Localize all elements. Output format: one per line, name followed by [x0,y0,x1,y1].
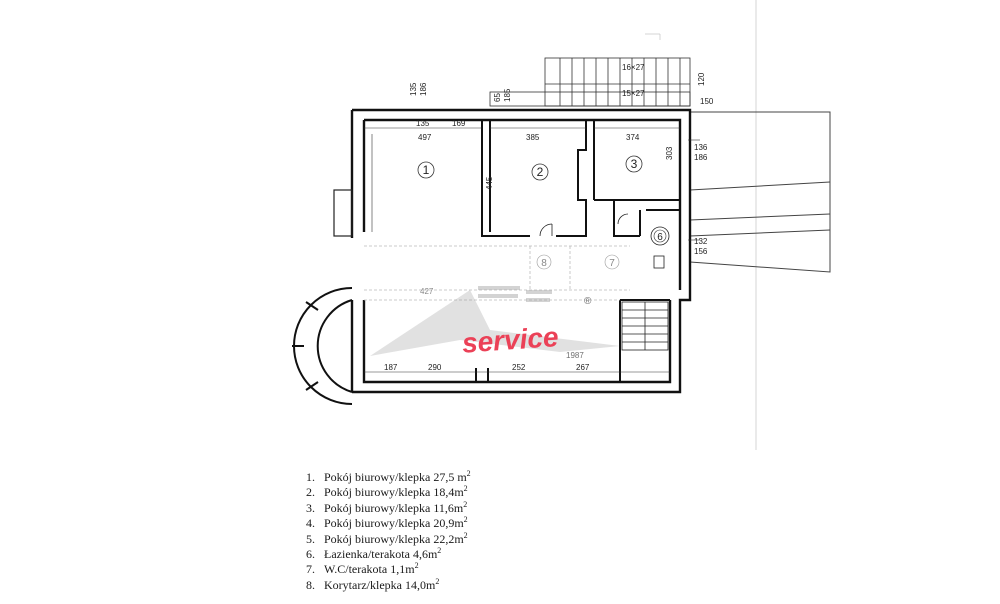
legend-number: 1. [306,470,315,484]
legend-number: 6. [306,547,315,562]
legend-item: 4. Pokój biurowy/klepka 20,9m2 [306,516,471,531]
dim-label: 15×27 [622,89,645,98]
room-number: 2 [537,165,544,179]
watermark-brand: service [461,321,559,359]
dim-label: 385 [526,133,540,142]
legend-item: 6. Łazienka/terakota 4,6m2 [306,547,471,562]
legend-number: 3. [306,500,315,515]
room-number: 3 [631,157,638,171]
dim-label: 150 [700,97,714,106]
legend-area: 14,0m [404,577,436,592]
dim-label: 374 [626,133,640,142]
dim-label: 427 [420,287,434,296]
legend-sup: 2 [437,546,442,556]
legend-item: 3. Pokój biurowy/klepka 11,6m2 [306,499,471,516]
legend-number: 7. [306,562,315,577]
room-number: 6 [657,232,663,243]
legend-sup: 2 [463,499,468,509]
legend-sup: 2 [463,515,468,525]
legend-item: 8. Korytarz/klepka 14,0m2 [306,576,471,593]
top-stairs [489,57,691,107]
legend-label: Pokój biurowy/klepka [324,485,431,500]
dim-label: 16×27 [622,63,645,72]
dim-label: 169 [452,119,466,128]
dim-label: 267 [576,363,590,372]
legend-sup: 2 [414,561,419,571]
room-number: 1 [423,163,430,177]
legend-sup: 2 [463,530,468,540]
legend-item: 1. Pokój biurowy/klepka 27,5 m2 [306,470,471,485]
watermark-logo: service 1987 ® [370,286,620,360]
legend-area: 1,1m [390,562,415,577]
inner-stairs [621,301,669,351]
dim-label: 185 [503,88,512,102]
legend-area: 22,2m [433,531,464,546]
legend-label: Pokój biurowy/klepka [324,516,431,531]
room-legend: 1.Pokój biurowy/klepka 27,5 m2 2.Pokój b… [306,470,471,593]
door-swings [539,213,670,269]
dim-label: 132 [694,237,708,246]
room-number: 7 [609,258,615,269]
legend-number: 5. [306,531,315,546]
legend-area: 4,6m [412,547,438,562]
dim-label: 120 [697,72,706,86]
interior-walls [475,120,680,382]
watermark-registered: ® [584,296,592,307]
round-bay [292,287,353,405]
legend-sup: 2 [435,576,440,586]
dimension-labels: 497 385 374 135 169 187 290 252 267 427 … [384,63,714,372]
legend-area: 20,9m [433,516,464,531]
dim-label: 135 [416,119,430,128]
dim-label: 303 [665,146,674,160]
legend-number: 8. [306,577,315,592]
legend-label: Pokój biurowy/klepka [324,500,431,515]
dim-label: 252 [512,363,526,372]
dim-label: 135 [409,82,418,96]
dim-label: 290 [428,363,442,372]
legend-label: W.C/terakota [324,562,388,577]
legend-area: 27,5 m [433,470,467,484]
dim-label: 497 [418,133,432,142]
legend-number: 2. [306,485,315,500]
dim-label: 156 [694,247,708,256]
legend-item: 5. Pokój biurowy/klepka 22,2m2 [306,530,471,547]
dim-label: 186 [694,153,708,162]
legend-area: 18,4m [433,485,464,500]
watermark-year: 1987 [566,351,584,360]
room-number: 8 [541,258,547,269]
legend-area: 11,6m [433,500,464,515]
dimension-lines [364,127,700,373]
legend-sup: 2 [466,469,471,478]
legend-label: Pokój biurowy/klepka [324,531,431,546]
dim-label: 186 [419,82,428,96]
corridor-lines [364,245,630,301]
dim-label: 136 [694,143,708,152]
dim-label: 65 [493,93,502,102]
legend-label: Pokój biurowy/klepka [324,470,431,484]
legend-label: Łazienka/terakota [324,547,410,562]
dim-label: 445 [485,176,494,190]
legend-number: 4. [306,516,315,531]
legend-sup: 2 [463,484,468,494]
legend-item: 2. Pokój biurowy/klepka 18,4m2 [306,485,471,500]
room-labels: 1 2 3 6 7 8 [417,155,667,270]
terrace-outline [689,111,831,273]
scan-artifacts [645,0,757,450]
dim-label: 187 [384,363,398,372]
legend-item: 7. W.C/terakota 1,1m2 [306,562,471,577]
side-balcony [333,189,353,237]
legend-label: Korytarz/klepka [324,577,402,592]
